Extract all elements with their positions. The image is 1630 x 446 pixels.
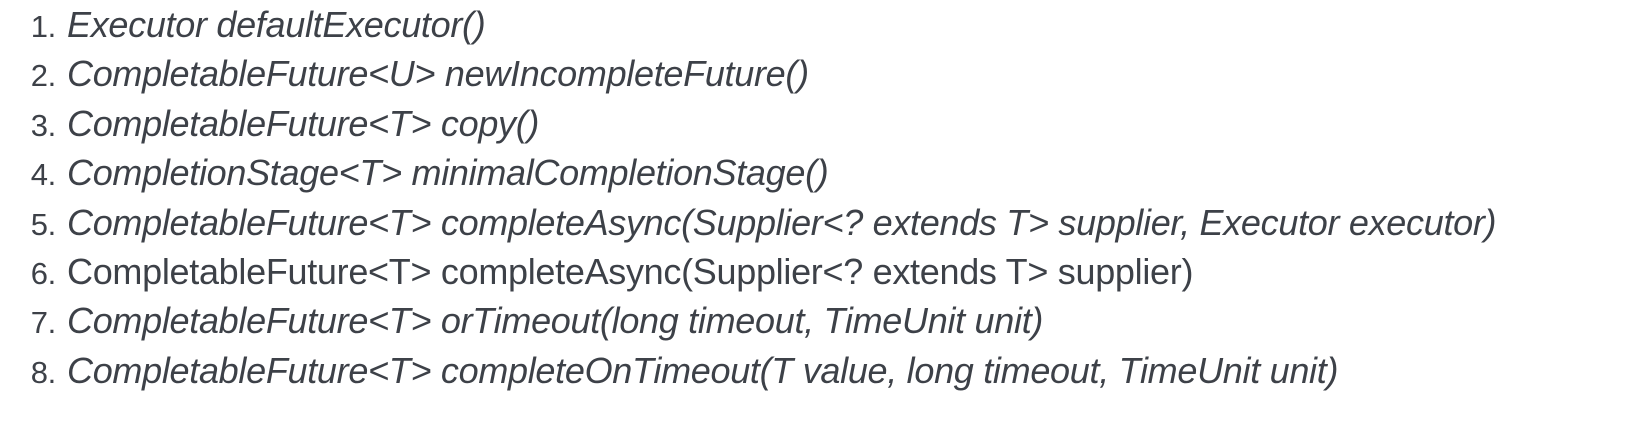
method-signature: CompletableFuture<T> orTimeout(long time… <box>67 300 1044 342</box>
method-signature: CompletableFuture<T> completeAsync(Suppl… <box>67 201 1497 243</box>
method-list: 1. Executor defaultExecutor() 2. Complet… <box>0 0 1630 395</box>
list-item-number: 8. <box>30 354 57 390</box>
list-item: 5. CompletableFuture<T> completeAsync(Su… <box>0 198 1630 247</box>
list-item: 2. CompletableFuture<U> newIncompleteFut… <box>0 49 1630 98</box>
list-item: 6. CompletableFuture<T> completeAsync(Su… <box>0 247 1630 296</box>
list-item: 1. Executor defaultExecutor() <box>0 0 1630 49</box>
list-item-number: 4. <box>30 157 57 193</box>
list-item: 8. CompletableFuture<T> completeOnTimeou… <box>0 346 1630 395</box>
method-signature: CompletionStage<T> minimalCompletionStag… <box>67 152 829 194</box>
list-item: 4. CompletionStage<T> minimalCompletionS… <box>0 148 1630 197</box>
method-signature: CompletableFuture<T> copy() <box>67 102 540 144</box>
list-item-number: 5. <box>30 206 57 242</box>
method-signature: CompletableFuture<U> newIncompleteFuture… <box>67 53 809 95</box>
list-item: 3. CompletableFuture<T> copy() <box>0 99 1630 148</box>
list-item-number: 2. <box>30 58 57 94</box>
list-item-number: 7. <box>30 305 57 341</box>
method-signature: CompletableFuture<T> completeOnTimeout(T… <box>67 349 1339 391</box>
method-signature: Executor defaultExecutor() <box>67 4 486 45</box>
list-item-number: 1. <box>30 9 57 44</box>
list-item-number: 6. <box>30 255 57 291</box>
list-item-number: 3. <box>30 107 57 143</box>
list-item: 7. CompletableFuture<T> orTimeout(long t… <box>0 296 1630 345</box>
method-signature: CompletableFuture<T> completeAsync(Suppl… <box>67 250 1194 292</box>
